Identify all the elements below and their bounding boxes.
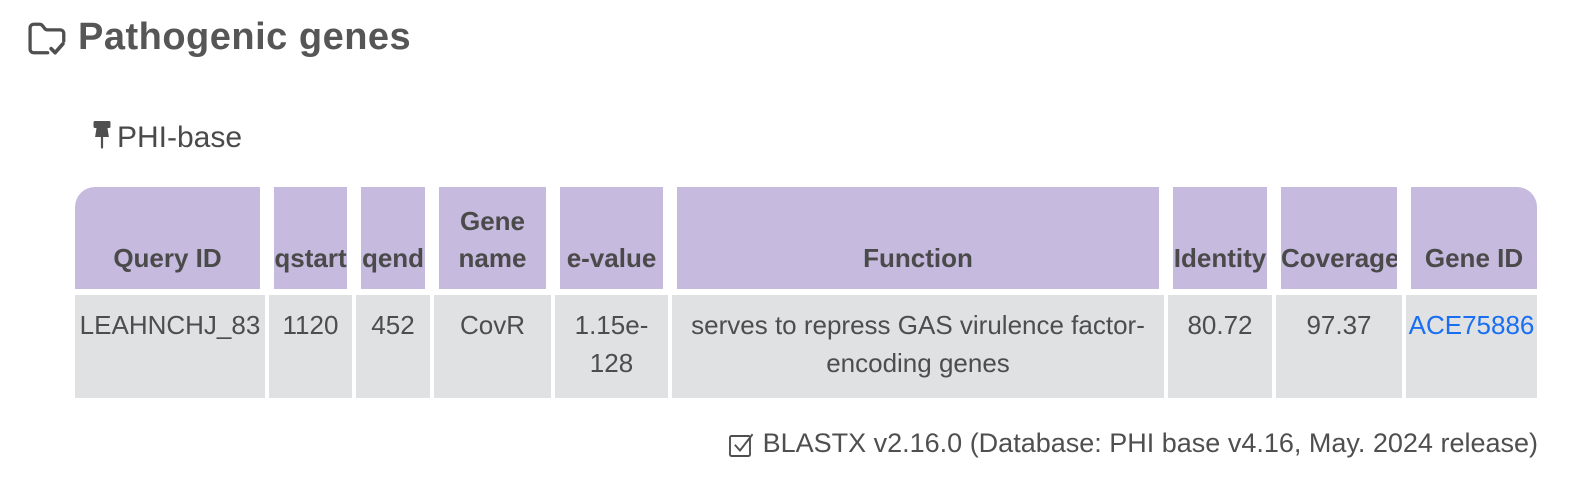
column-header-e-value: e-value [553,187,670,295]
cell-query-id: LEAHNCHJ_83 [75,295,267,398]
page-title-row: Pathogenic genes [26,16,1575,59]
column-header-function: Function [670,187,1166,295]
column-header-identity: Identity [1166,187,1274,295]
column-header-qstart: qstart [267,187,354,295]
footnote-text: BLASTX v2.16.0 (Database: PHI base v4.16… [762,428,1538,458]
cell-coverage: 97.37 [1274,295,1404,398]
cell-qend: 452 [354,295,432,398]
gene-id-link[interactable]: ACE75886 [1408,310,1535,340]
cell-e-value: 1.15e-128 [553,295,670,398]
table-row: LEAHNCHJ_83 1120 452 CovR 1.15e-128 serv… [75,295,1537,398]
column-header-gene-name: Gene name [432,187,553,295]
table-header-row: Query ID qstart qend Gene name e-value F… [75,187,1537,295]
section-label-row: PHI-base [90,119,1575,157]
cell-gene-name: CovR [432,295,553,398]
cell-gene-id: ACE75886 [1404,295,1537,398]
phi-base-results-table: Query ID qstart qend Gene name e-value F… [75,187,1537,398]
cell-qstart: 1120 [267,295,354,398]
column-header-query-id: Query ID [75,187,267,295]
column-header-gene-id: Gene ID [1404,187,1537,295]
cell-function: serves to repress GAS virulence factor-e… [670,295,1166,398]
cell-identity: 80.72 [1166,295,1274,398]
section-label: PHI-base [117,121,243,154]
footnote-row: BLASTX v2.16.0 (Database: PHI base v4.16… [0,428,1538,459]
pushpin-icon [90,119,114,157]
column-header-qend: qend [354,187,432,295]
check-square-icon [727,429,755,459]
column-header-coverage: Coverage [1274,187,1404,295]
folder-check-icon [26,19,68,57]
page-title: Pathogenic genes [78,16,412,58]
